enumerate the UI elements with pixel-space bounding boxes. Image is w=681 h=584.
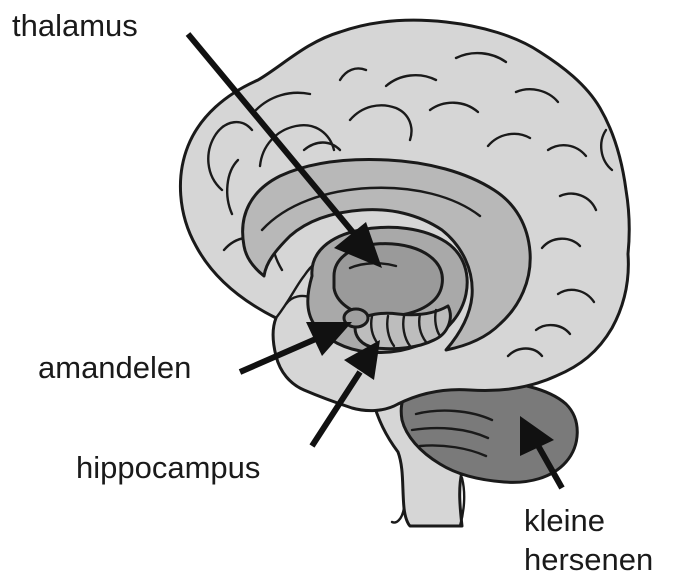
label-thalamus: thalamus	[12, 10, 138, 41]
label-amandelen: amandelen	[38, 352, 191, 383]
label-hippocampus: hippocampus	[76, 452, 260, 483]
label-hersenen: hersenen	[524, 544, 653, 575]
label-kleine: kleine	[524, 505, 605, 536]
